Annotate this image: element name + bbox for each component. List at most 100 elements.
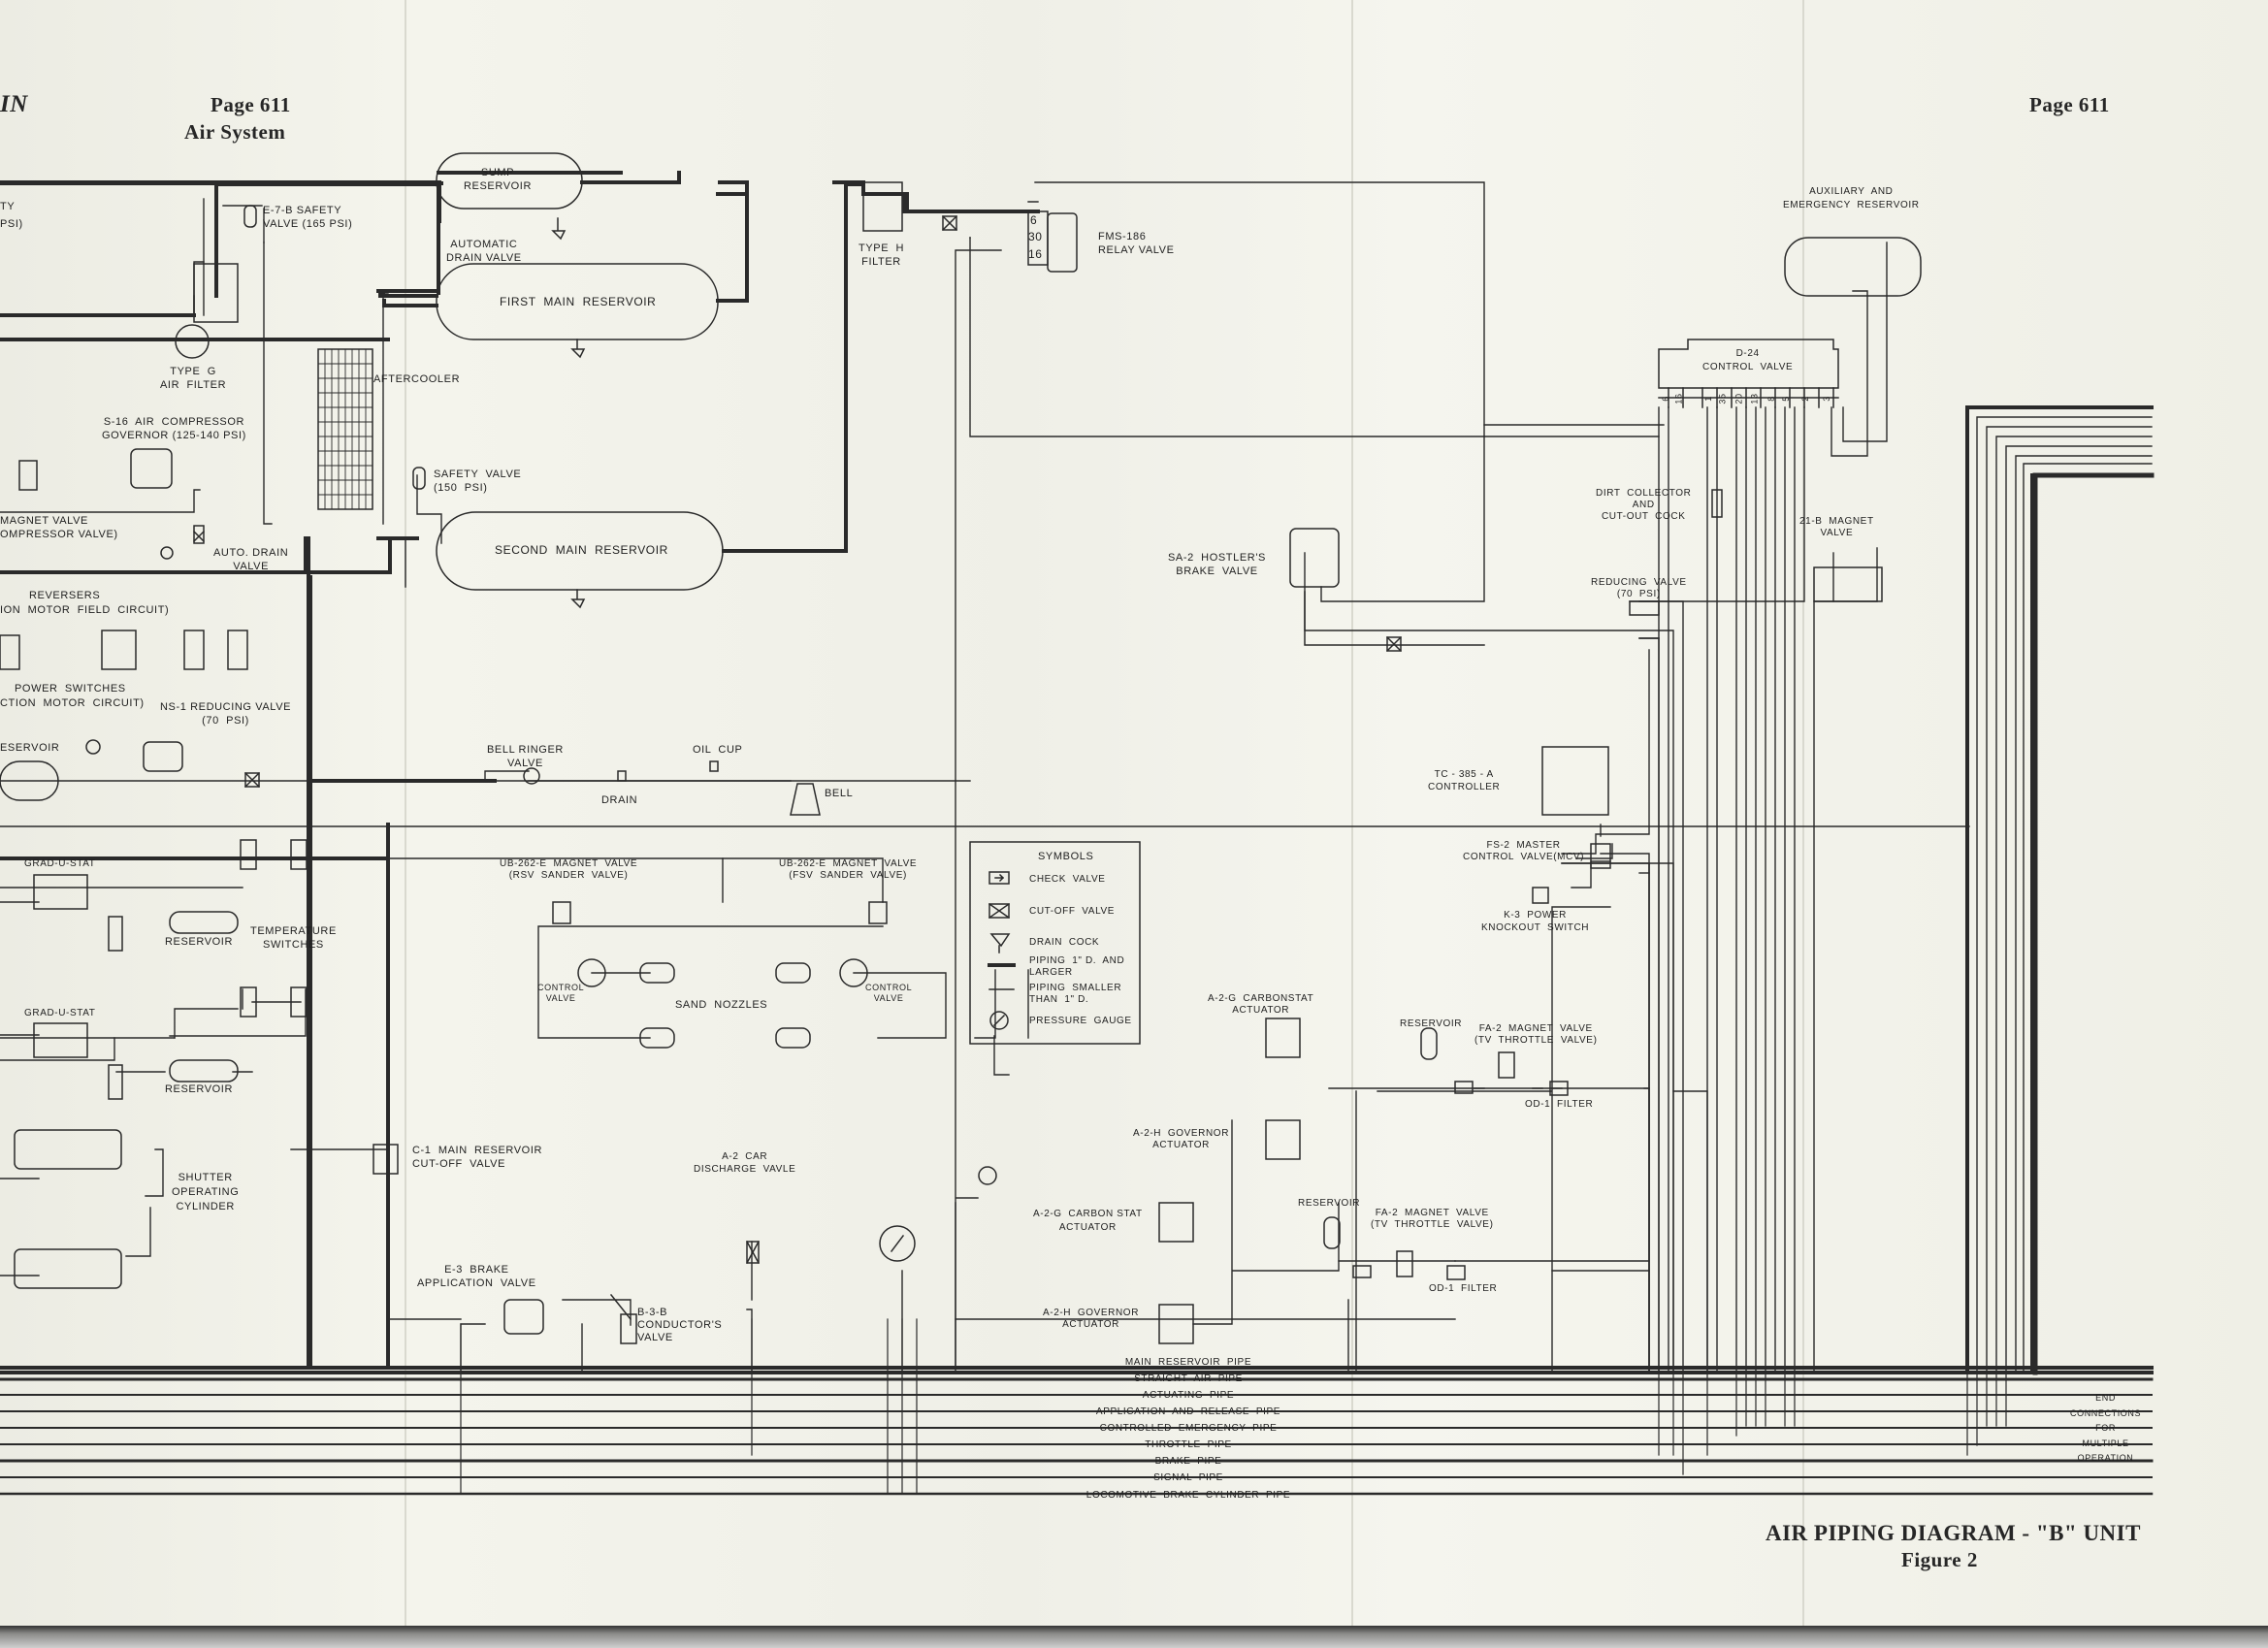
magnet-valve-icon	[1498, 1051, 1515, 1079]
temperature-switch-icon	[240, 839, 257, 870]
shutter-cylinder-icon	[14, 1248, 122, 1289]
od1-filter-label: OD-1 FILTER	[1525, 1099, 1594, 1110]
temperature-switch-icon	[290, 839, 308, 870]
drain-cock-icon	[570, 589, 586, 609]
auxiliary-reservoir-label: AUXILIARY AND EMERGENCY RESERVOIR	[1783, 186, 1920, 210]
temperature-switch-icon	[290, 986, 308, 1018]
page-number-right: Page 611	[2029, 93, 2110, 116]
power-switches-label: POWER SWITCHES	[15, 683, 126, 695]
reservoir-icon	[169, 911, 239, 934]
pipe-label-main-reservoir: MAIN RESERVOIR PIPE	[1124, 1357, 1252, 1368]
partial-railroad-name: IN	[0, 91, 28, 117]
governor-actuator-icon	[1158, 1304, 1194, 1344]
pipe-label-locomotive-brake-cylinder: LOCOMOTIVE BRAKE CYLINDER PIPE	[1085, 1490, 1291, 1501]
partial-label: PSI)	[0, 218, 23, 230]
end-connections-piping	[1966, 406, 2155, 1375]
check-valve-symbol	[988, 871, 1010, 885]
fa2-magnet-valve-label: FA-2 MAGNET VALVE (TV THROTTLE VALVE)	[1474, 1023, 1598, 1046]
d24-control-valve-icon	[1658, 339, 1839, 389]
od-filter-icon	[1549, 1081, 1569, 1096]
port-number: 1	[1702, 396, 1713, 402]
s16-governor-label: S-16 AIR COMPRESSOR GOVERNOR (125-140 PS…	[102, 416, 246, 441]
reverser-icon	[183, 630, 205, 670]
pipe-label-throttle: THROTTLE PIPE	[1145, 1439, 1232, 1450]
drain-cock-symbol	[989, 933, 1011, 953]
control-valve-risers	[1483, 242, 1888, 1373]
sump-reservoir-tank	[436, 152, 583, 210]
hostler-brake-valve-icon	[1289, 528, 1340, 588]
bell-label: BELL	[825, 788, 854, 799]
fs2-master-valve-icon	[1590, 843, 1611, 869]
b38-conductors-valve-label: B-3-B CONDUCTOR'S VALVE	[637, 1307, 723, 1343]
oil-cup-label: OIL CUP	[693, 744, 743, 756]
car-discharge-valve-icon	[746, 1241, 760, 1264]
legend-label: PRESSURE GAUGE	[1029, 1016, 1132, 1026]
pipe-crossing-marks	[460, 1318, 2007, 1495]
grad-u-stat-label: GRAD-U-STAT	[24, 858, 96, 869]
pipe-label-actuating: ACTUATING PIPE	[1142, 1390, 1235, 1401]
tc385-controller-icon	[1541, 746, 1609, 816]
train-line-pipes	[0, 1366, 2154, 1496]
legend-box	[969, 841, 1141, 1045]
filter-element-icon	[175, 324, 210, 359]
c1-cutoff-valve-icon	[373, 1144, 399, 1175]
relay-port-label: 16	[1028, 247, 1043, 261]
conductor-valve-icon	[620, 1313, 637, 1344]
port-number: 20	[1733, 393, 1744, 404]
a2-car-discharge-valve-label: A-2 CAR DISCHARGE VAVLE	[694, 1151, 796, 1175]
bell-ringer-valve-icon	[523, 767, 540, 785]
dirt-collector-label: DIRT COLLECTOR AND CUT-OUT COCK	[1596, 488, 1692, 522]
magnet-valve-icon	[18, 460, 38, 491]
partial-label: TY	[0, 201, 16, 212]
pressure-gauge-symbol	[989, 1011, 1009, 1030]
k3-switch-icon	[1532, 887, 1549, 904]
governor-actuator-label: A-2-H GOVERNOR ACTUATOR	[1043, 1308, 1140, 1330]
reservoir-label: RESERVOIR	[165, 1083, 233, 1095]
port-number: 16	[1673, 393, 1684, 404]
safety-valve-icon	[243, 205, 257, 228]
drain-cock-icon	[570, 339, 586, 359]
reducing-valve-icon	[1629, 600, 1660, 616]
sa2-hostler-brake-valve-label: SA-2 HOSTLER'S BRAKE VALVE	[1168, 552, 1266, 577]
port-number: 13	[1749, 393, 1760, 404]
reservoir-label: RESERVOIR	[1400, 1018, 1463, 1029]
governor-actuator-icon	[1265, 1119, 1301, 1160]
page-edge-shadow	[0, 1626, 2268, 1648]
relay-port-label: 6	[1030, 213, 1038, 227]
reverser-icon	[0, 634, 20, 670]
carbonstat-actuator-icon	[1158, 1202, 1194, 1243]
e3-brake-application-valve-label: E-3 BRAKE APPLICATION VALVE	[417, 1264, 536, 1289]
port-number: 3	[1821, 396, 1831, 402]
safety-valve-icon	[412, 467, 426, 490]
fa2-magnet-valve-label: FA-2 MAGNET VALVE (TV THROTTLE VALVE)	[1371, 1208, 1494, 1230]
section-title: Air System	[184, 120, 286, 144]
magnet-valve-21b-label: 21-B MAGNET VALVE	[1799, 516, 1874, 538]
component-symbols	[0, 152, 1922, 1344]
figure-number: Figure 2	[1901, 1548, 1978, 1571]
motor-field-circuit-label: ION MOTOR FIELD CIRCUIT)	[0, 604, 170, 616]
filter-icon	[108, 1064, 123, 1100]
c1-main-reservoir-cutoff-label: C-1 MAIN RESERVOIR CUT-OFF VALVE	[412, 1145, 543, 1170]
carbonstat-actuator-label: A-2-G CARBONSTAT ACTUATOR	[1208, 993, 1314, 1016]
legend-label: PIPING SMALLER THAN 1" D.	[1029, 983, 1122, 1005]
motor-circuit-label: CTION MOTOR CIRCUIT)	[0, 697, 145, 709]
auto-drain-valve-label: AUTO. DRAIN VALVE	[213, 547, 289, 572]
diagram-title: AIR PIPING DIAGRAM - "B" UNIT	[1766, 1521, 2141, 1545]
drain-label: DRAIN	[601, 794, 638, 806]
safety-valve-165-label: E-7-B SAFETY VALVE (165 PSI)	[263, 205, 353, 230]
type-h-filter-icon	[862, 181, 903, 232]
sump-reservoir-label: SUMP RESERVOIR	[464, 167, 532, 192]
carbon-stat-actuator-label: A-2-G CARBON STAT ACTUATOR	[1033, 1209, 1143, 1233]
sand-nozzle-icon	[775, 1027, 811, 1049]
heavy-main-reservoir-piping	[0, 171, 2154, 1374]
type-g-filter-label: TYPE G AIR FILTER	[160, 366, 227, 391]
shutter-operating-cylinder-label: SHUTTER OPERATING CYLINDER	[172, 1172, 240, 1212]
reservoir-label: RESERVOIR	[1298, 1198, 1361, 1209]
bell-ringer-valve-label: BELL RINGER VALVE	[487, 744, 564, 769]
temperature-switch-icon	[240, 986, 257, 1018]
legend-label: CHECK VALVE	[1029, 874, 1106, 885]
sand-nozzle-icon	[775, 962, 811, 984]
first-main-reservoir-label: FIRST MAIN RESERVOIR	[500, 295, 657, 308]
sander-control-valve-icon	[839, 958, 868, 987]
